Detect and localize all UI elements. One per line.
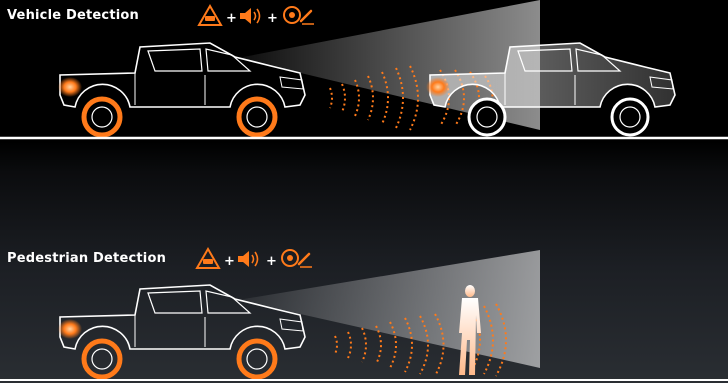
pedestrian-alert-icons: + +	[197, 249, 312, 269]
plus-sign: +	[267, 11, 278, 26]
sound-alert-icon	[238, 251, 258, 267]
vehicle-alert-icons: + +	[199, 6, 314, 26]
brake-assist-icon	[284, 7, 314, 24]
pedestrian-figure	[459, 285, 481, 375]
sensor-beam	[238, 250, 540, 368]
collision-warning-icon	[199, 6, 221, 25]
plus-sign: +	[266, 254, 277, 269]
sound-alert-icon	[240, 8, 260, 24]
plus-sign: +	[224, 254, 235, 269]
collision-warning-icon	[197, 249, 219, 268]
brake-assist-icon	[282, 250, 312, 267]
plus-sign: +	[226, 11, 237, 26]
